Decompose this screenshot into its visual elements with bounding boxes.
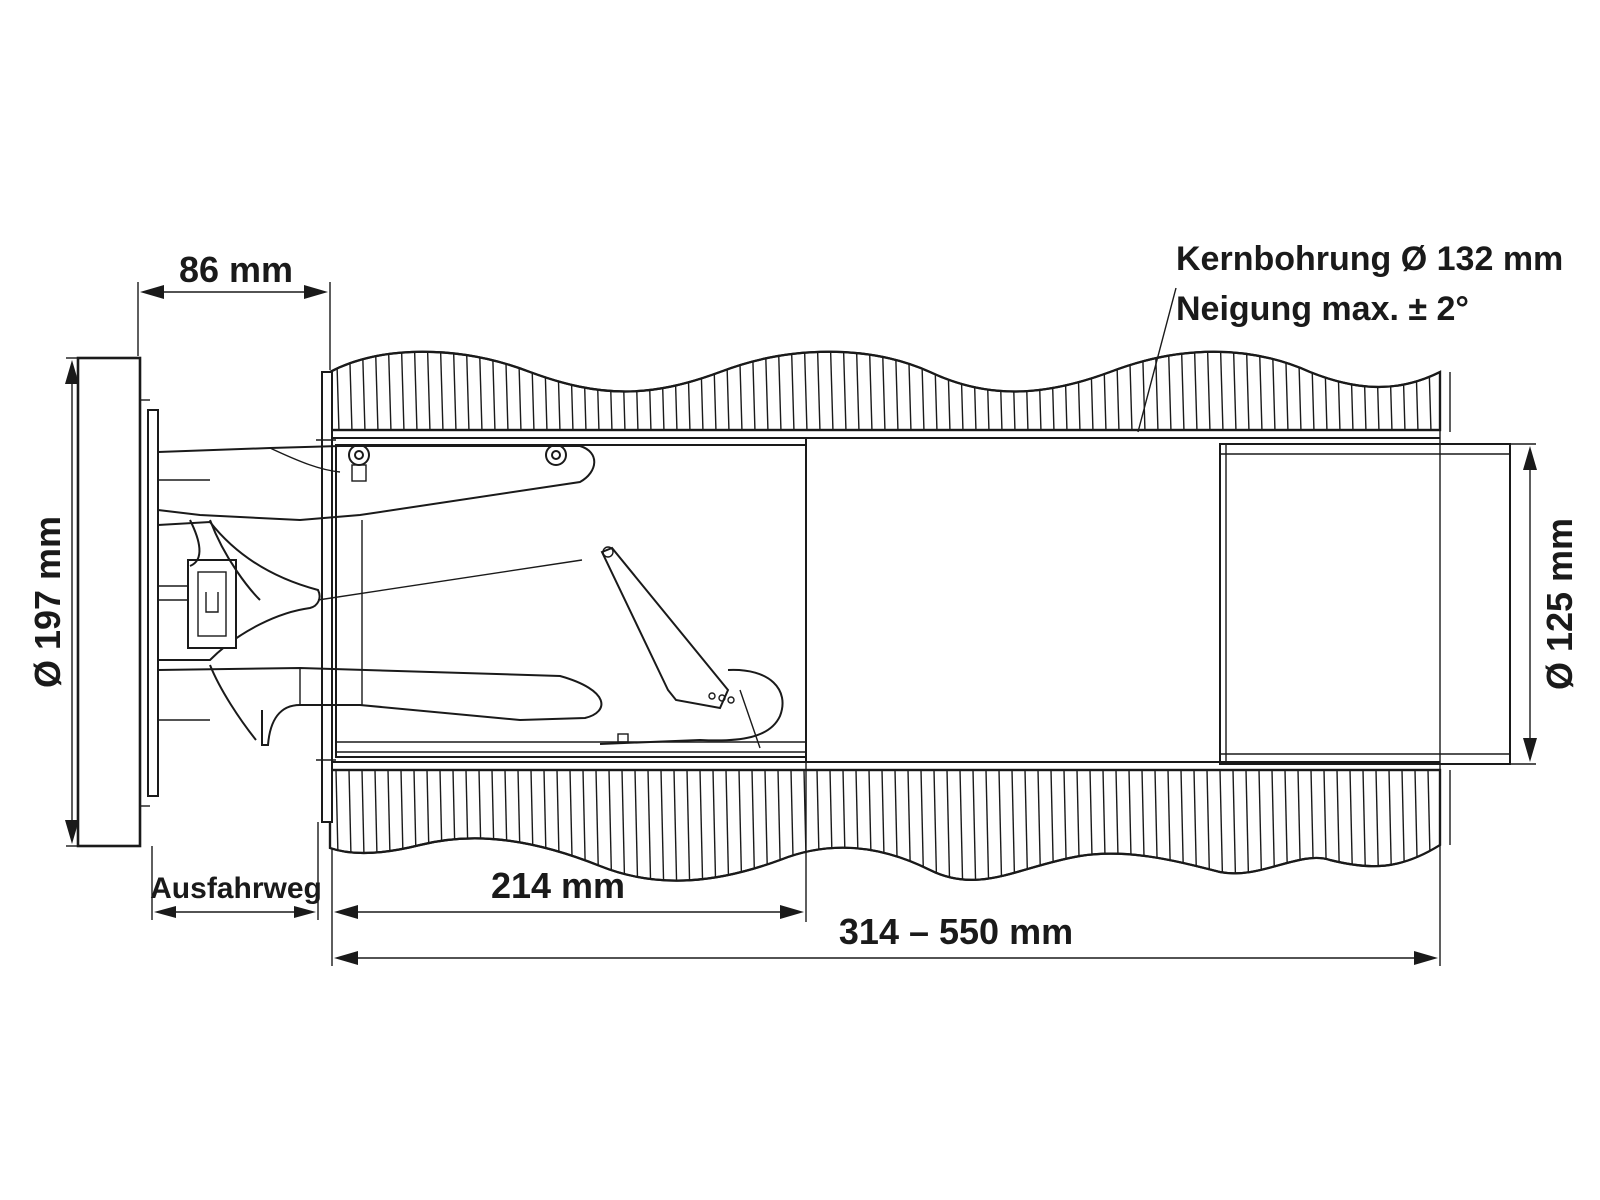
wall-top-hatch-line [1102,351,1107,430]
dimension-mounting-depth: 86 mm [137,249,331,370]
label-pipe-diameter: Ø 125 mm [1539,518,1580,690]
wall-top-hatch-line [1089,351,1094,430]
wall-top [328,350,1442,432]
note-core-drill: Kernbohrung Ø 132 mm Neigung max. ± 2° [1137,240,1563,433]
telescopic-pipe [1219,443,1511,765]
wall-top-hatch-line [465,351,470,430]
label-unit-length: 214 mm [491,865,625,906]
wall-top-hatch-line [712,351,717,430]
wall-top-hatch-line [1167,351,1172,430]
wall-top-hatch-line [1180,351,1185,430]
wall-top-hatch-line [803,351,808,430]
wall-top-hatch-line [933,351,938,430]
wall-top-hatch-line [1323,351,1328,430]
label-outer-diameter: Ø 197 mm [27,516,68,688]
label-wall-range: 314 – 550 mm [839,911,1073,952]
wall-top-hatch-line [517,351,522,430]
wall-top-hatch-line [1245,351,1250,430]
wall-top-hatch-line [1297,351,1302,430]
wall-top-hatch-line [1115,351,1120,430]
wall-top-hatch-line [439,351,444,430]
wall-top-hatch-line [387,351,392,430]
wall-top-hatch-line [530,351,535,430]
wall-top-hatch-line [725,351,730,430]
device-housing [335,438,807,762]
wall-top-hatch-line [1219,351,1224,430]
wall-top-hatch-line [777,351,782,430]
wall-top-hatch-line [543,351,548,430]
wall-top-hatch-line [426,351,431,430]
wall-top-hatch-line [504,351,509,430]
wall-top-hatch-line [1206,351,1211,430]
wall-sleeve [330,372,1451,845]
wall-top-hatch-line [790,351,795,430]
wall-top-hatch-line [335,351,340,430]
label-core-drill: Kernbohrung Ø 132 mm [1176,240,1563,278]
wall-top-hatch-line [491,351,496,430]
wall-top-hatch-line [1154,351,1159,430]
wall-top-hatch-line [868,351,873,430]
wall-top-hatch-line [1271,351,1276,430]
wall-top-hatch-line [855,351,860,430]
wall-top-hatch-line [374,351,379,430]
wall-top-hatch-line [1193,351,1198,430]
dimension-travel: Ausfahrweg [150,822,322,920]
dimension-wall-range: 314 – 550 mm [331,845,1441,966]
wall-top-hatch-line [816,351,821,430]
wall-top-hatch-line [1258,351,1263,430]
wall-top-hatch-line [751,351,756,430]
wall-top-hatch-line [348,351,353,430]
wall-top-hatch-line [764,351,769,430]
wall-top-hatch-line [1141,351,1146,430]
wall-top-hatch-line [699,351,704,430]
wall-bottom-hatch-line [673,770,678,881]
wall-top-hatch-line [842,351,847,430]
wall-top-hatch-line [946,351,951,430]
fan-mechanism [157,444,784,749]
wall-top-hatch-line [1427,351,1432,430]
wall-top-hatch-line [829,351,834,430]
dimension-outer-diameter: Ø 197 mm [27,357,79,847]
wall-top-hatch-line [1310,351,1315,430]
wall-top-hatching [335,351,1432,430]
label-mounting-depth: 86 mm [179,249,293,290]
wall-top-hatch-line [478,351,483,430]
label-slope: Neigung max. ± 2° [1176,290,1469,328]
wall-bottom-hatch-line [972,770,977,881]
wall-bottom-hatch-line [686,770,691,881]
wall-top-hatch-line [1232,351,1237,430]
wall-top-hatch-line [413,351,418,430]
wall-top-hatch-line [881,351,886,430]
wall-top-hatch-line [452,351,457,430]
wall-top-hatch-line [907,351,912,430]
wall-top-hatch-line [1128,351,1133,430]
front-cover [76,356,336,848]
wall-top-hatch-line [400,351,405,430]
wall-top-hatch-line [894,351,899,430]
dimension-unit-length: 214 mm [334,762,807,922]
dimension-pipe-diameter: Ø 125 mm [1510,443,1580,765]
wall-top-hatch-line [1284,351,1289,430]
wall-bottom-hatch-line [660,770,665,881]
wall-top-hatch-line [361,351,366,430]
label-travel: Ausfahrweg [150,872,322,905]
wall-top-hatch-line [920,351,925,430]
wall-top-hatch-line [738,351,743,430]
